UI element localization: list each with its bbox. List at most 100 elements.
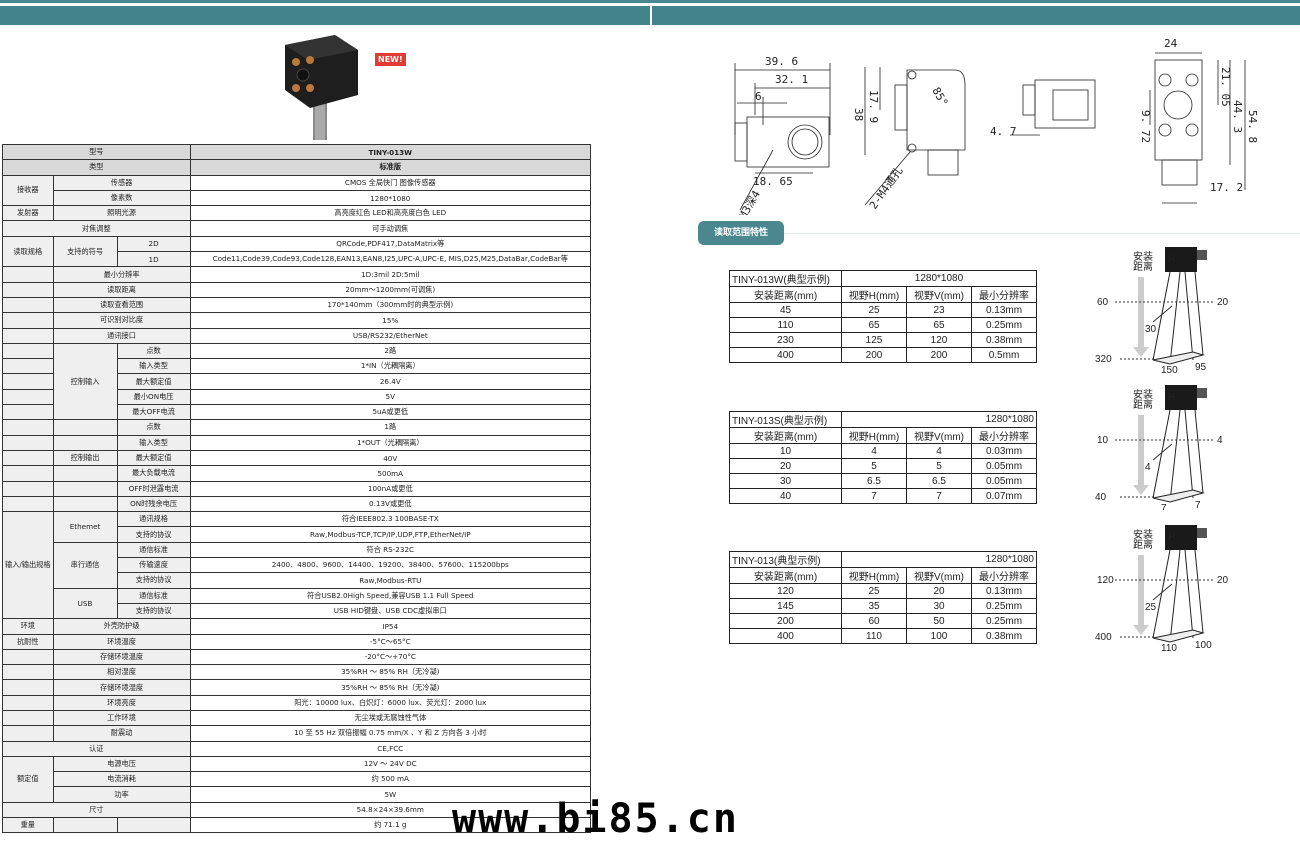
spec-value: IP54: [189, 618, 592, 635]
far-height: 7: [1195, 500, 1201, 510]
install-label-bot: 距离: [1133, 398, 1153, 411]
range-cell: 4: [841, 443, 907, 459]
spec-value: 5W: [189, 786, 592, 803]
spec-value: 1D:3mil 2D:5mil: [189, 266, 592, 283]
spec-value: 符合IEEE802.3 100BASE-TX: [189, 511, 592, 528]
dim-38: 38: [852, 108, 865, 121]
distance-arrow: [1138, 555, 1144, 625]
distance-arrow: [1138, 277, 1144, 347]
spec-group: 发射器: [2, 205, 54, 222]
spec-label: 型号: [2, 143, 191, 161]
range-cell: 200: [729, 613, 842, 629]
range-cell: 400: [729, 347, 842, 363]
spec-subgroup: [52, 465, 118, 482]
spec-subgroup: 支持的符号: [52, 235, 118, 268]
near-width-leader: [1152, 305, 1173, 323]
spec-group: [2, 434, 54, 451]
spec-value: 无尘埃或无腐蚀性气体: [189, 709, 592, 727]
spec-row: 环境亮度阳光：10000 lux、白炽灯：6000 lux、荧光灯：2000 l…: [2, 694, 592, 711]
spec-group: 读取规格: [2, 235, 54, 268]
range-cell: 40: [729, 488, 842, 504]
near-width: 25: [1145, 602, 1157, 613]
spec-group: [2, 648, 54, 666]
spec-label: 类型: [2, 159, 191, 176]
spec-group: [2, 419, 54, 436]
range-resolution: 1280*1080: [841, 551, 1037, 568]
spec-value: 12V ～ 24V DC: [189, 755, 592, 773]
spec-label: 通讯规格: [116, 511, 191, 528]
spec-group: [2, 342, 54, 360]
spec-row: 重量约 71.1 g: [2, 817, 592, 834]
range-cell: 25: [841, 302, 907, 318]
spec-group: [2, 694, 54, 711]
range-cell: 0.13mm: [971, 302, 1037, 318]
range-cell: 20: [906, 583, 972, 599]
range-cell: 0.07mm: [971, 488, 1037, 504]
spec-group: 接收器: [2, 174, 54, 207]
camera-icon: [1165, 247, 1197, 272]
spec-value: -20°C～+70°C: [189, 648, 592, 666]
spec-label: 功率: [52, 786, 191, 803]
install-label-top: 安装: [1133, 250, 1153, 263]
spec-label: 支持的协议: [116, 526, 191, 543]
spec-subgroup: 控制输出: [52, 449, 118, 467]
spec-value: 符合 RS-232C: [189, 541, 592, 559]
distance-arrow: [1138, 415, 1144, 485]
range-title-row: TINY-013(典型示例)1280*1080: [729, 551, 1037, 568]
fov-pyramid: [1152, 409, 1205, 503]
range-cell: 6.5: [841, 473, 907, 489]
spec-group: [2, 296, 54, 314]
spec-row: 工作环境无尘埃或无腐蚀性气体: [2, 709, 592, 727]
spec-subgroup: 控制输入: [52, 342, 118, 421]
spec-value: USB/RS232/EtherNet: [189, 327, 592, 344]
near-height: 4: [1217, 435, 1223, 446]
dim-6: 6: [755, 90, 762, 103]
spec-label: 工作环境: [52, 709, 191, 727]
spec-group: [2, 373, 54, 390]
spec-row: 发射器照明光源高亮度红色 LED和高亮度白色 LED: [2, 205, 592, 222]
range-cell: 7: [841, 488, 907, 504]
spec-group: [2, 327, 54, 344]
far-distance: 40: [1095, 492, 1107, 503]
dimension-view-side: 17. 9 38 85° 2-M4通孔: [852, 67, 966, 212]
range-column-header: 安装距离(mm): [729, 427, 842, 444]
spec-value: 54.8×24×39.6mm: [189, 801, 592, 819]
range-cell: 5: [906, 458, 972, 474]
spec-label: 2D: [116, 235, 191, 253]
camera-h-mark: H: [1168, 392, 1175, 403]
range-title-row: TINY-013S(典型示例)1280*1080: [729, 411, 1037, 428]
range-cell: 100: [906, 628, 972, 644]
far-distance: 400: [1095, 632, 1112, 643]
range-cell: 120: [906, 332, 972, 348]
range-cell: 0.03mm: [971, 443, 1037, 459]
range-cell: 30: [906, 598, 972, 614]
spec-label: 相对湿度: [52, 664, 191, 681]
spec-group: 重量: [2, 817, 54, 834]
range-column-header: 最小分辨率: [971, 427, 1037, 444]
camera-h-mark: H: [1168, 254, 1175, 265]
spec-value: 26.4V: [189, 373, 592, 390]
dim-18-65: 18. 65: [753, 175, 793, 188]
dim-21-05: 21. 05: [1219, 67, 1232, 107]
near-distance: 120: [1097, 575, 1114, 586]
spec-label: OFF时泄露电流: [116, 480, 191, 497]
range-cell: 25: [841, 583, 907, 599]
